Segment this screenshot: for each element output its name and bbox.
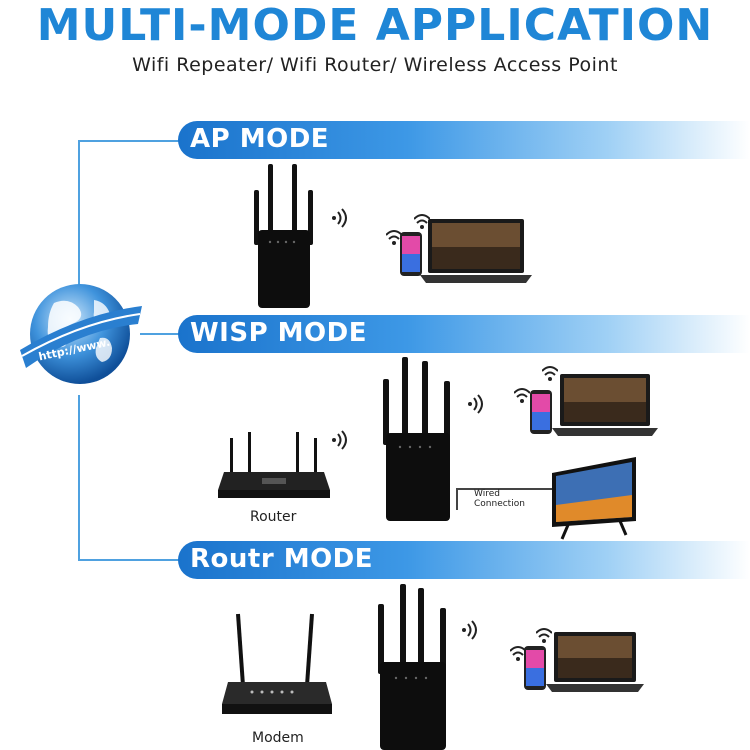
router-caption: Router [250,509,297,525]
modem-icon [222,612,332,720]
connector-line-bottom-vertical [78,395,80,560]
modem-caption: Modem [252,730,304,746]
banner-router-mode: Routr MODE [178,541,750,579]
laptop-icon [552,372,658,436]
phone-icon [524,646,546,690]
phone-icon [530,390,552,434]
laptop-icon [420,217,532,283]
banner-ap-mode: AP MODE [178,121,750,159]
banner-wisp-mode: WISP MODE [178,315,750,353]
wifi-signal-icon [386,230,402,246]
router-icon [218,432,330,502]
globe-icon [14,278,144,396]
router-mode-label: Routr MODE [190,544,374,574]
wired-connection-caption-line2: Connection [474,499,525,509]
repeater-device [250,160,320,310]
wifi-signal-icon [542,366,558,382]
wifi-signal-icon [330,430,350,450]
phone-icon [400,232,422,276]
connector-line-mid-horizontal [140,333,180,335]
wifi-signal-icon [466,394,486,414]
wifi-signal-icon [514,388,530,404]
connector-line-top-vertical [78,140,80,290]
ap-mode-label: AP MODE [190,124,330,154]
page-subtitle: Wifi Repeater/ Wifi Router/ Wireless Acc… [132,54,618,76]
wired-connection-line [456,488,458,510]
wifi-signal-icon [536,628,552,644]
wifi-signal-icon [460,620,480,640]
connector-line-top-horizontal [78,140,180,142]
wifi-signal-icon [414,214,430,230]
wired-connection-caption-line1: Wired [474,489,500,499]
page-title: MULTI-MODE APPLICATION [36,0,714,51]
wifi-signal-icon [510,646,526,662]
wired-connection-caption: Wired Connection [474,489,525,509]
connector-line-bottom-horizontal [78,559,180,561]
wired-connection-line [456,488,552,490]
repeater-device [378,355,458,523]
wisp-mode-label: WISP MODE [190,318,368,348]
tv-icon [548,455,640,541]
wifi-signal-icon [330,208,350,228]
laptop-icon [546,630,644,692]
repeater-device [372,582,454,750]
